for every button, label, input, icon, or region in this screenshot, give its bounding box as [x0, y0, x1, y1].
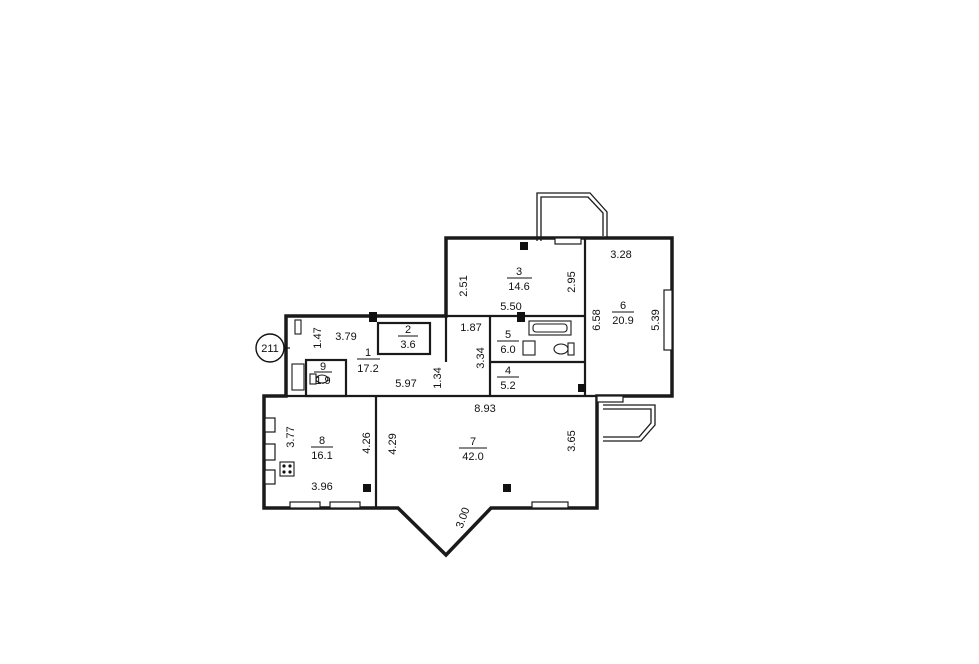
dimension-label: 3.79 [335, 331, 356, 343]
room-number: 4 [505, 365, 511, 377]
room-area: 5.2 [500, 380, 515, 392]
dimension-label: 4.26 [361, 432, 373, 453]
dimension-label: 4.29 [387, 433, 399, 454]
room-number: 7 [470, 436, 476, 448]
room-area: 6.0 [500, 344, 515, 356]
dimension-label: 1.87 [460, 322, 481, 334]
windows [264, 237, 673, 509]
dimension-label: 5.39 [650, 309, 662, 330]
dimension-label: 1.47 [312, 327, 324, 348]
dimension-label: 3.77 [285, 426, 297, 447]
room-number: 5 [505, 329, 511, 341]
toilet-room9 [309, 373, 329, 385]
room-number: 1 [365, 347, 371, 359]
room-number: 9 [320, 361, 326, 373]
wall-stubs [363, 242, 586, 492]
dimension-label: 1.34 [432, 367, 444, 388]
room-area: 14.6 [508, 281, 529, 293]
dimension-label: 3.28 [610, 249, 631, 261]
toilet-room5 [553, 342, 575, 356]
room-area: 20.9 [612, 315, 633, 327]
balcony-upper [536, 192, 608, 241]
room-number: 2 [405, 324, 411, 336]
room-area: 1.9 [315, 375, 330, 387]
shower-room9 [291, 363, 305, 391]
room-area: 16.1 [311, 450, 332, 462]
dimension-label: 2.51 [458, 275, 470, 296]
dimension-label: 3.96 [311, 481, 332, 493]
sink-room5 [522, 340, 536, 356]
apartment-number-badge: 211 [255, 333, 290, 363]
stove [279, 461, 295, 477]
balcony-lower [603, 404, 656, 442]
room-number: 6 [620, 300, 626, 312]
dimension-label: 5.50 [500, 301, 521, 313]
dimension-label: 3.34 [475, 347, 487, 368]
dimension-label: 6.58 [591, 309, 603, 330]
room-area: 17.2 [357, 363, 378, 375]
room-number: 3 [516, 266, 522, 278]
dimension-label: 8.93 [474, 403, 495, 415]
interior-walls [264, 238, 597, 508]
apartment-number: 211 [261, 343, 279, 355]
bathtub [528, 320, 572, 336]
room-label-lines [311, 277, 634, 449]
room-area: 3.6 [400, 339, 415, 351]
dimension-label: 3.00 [454, 506, 473, 530]
dimension-label: 5.97 [395, 378, 416, 390]
radiator-room1 [294, 319, 302, 335]
room-number: 8 [319, 435, 325, 447]
room-area: 42.0 [462, 451, 483, 463]
dimension-label: 2.95 [566, 271, 578, 292]
dimension-label: 3.65 [566, 430, 578, 451]
